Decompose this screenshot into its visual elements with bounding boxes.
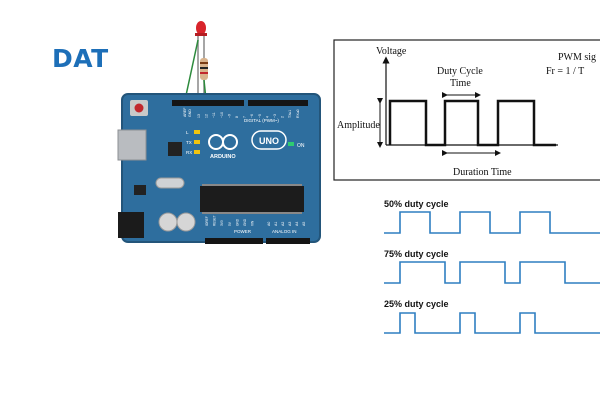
digital-pin-label: 8: [235, 116, 239, 118]
board-model: UNO: [259, 136, 279, 146]
pwm-formula: Fr = 1 / T: [546, 66, 584, 77]
duty-example-label-50: 50% duty cycle: [384, 199, 449, 209]
duty-cycle-waveform-1: [384, 261, 600, 284]
analog-pin-label: A2: [281, 222, 285, 226]
analog-header-label: ANALOG IN: [272, 229, 297, 234]
digital-pin-label: RX◂0: [296, 109, 300, 118]
duration-time-label: Duration Time: [453, 167, 512, 178]
duty-cycle-waveform-0: [384, 211, 600, 234]
digital-pin-label: ~10: [220, 112, 224, 118]
on-led-label: ON: [297, 143, 305, 149]
power-pin-label: GND: [243, 218, 247, 226]
logo-text: DAT: [52, 44, 109, 73]
digital-pin-label: ~6: [250, 114, 254, 118]
digital-header-label: DIGITAL (PWM~): [244, 118, 279, 123]
duty-example-label-25: 25% duty cycle: [384, 299, 449, 309]
power-pin-label: 5V: [228, 221, 232, 226]
gnd-label: GND: [188, 109, 192, 117]
dat-logo: DAT: [52, 44, 109, 73]
analog-pin-label: A5: [302, 222, 306, 226]
digital-pin-label: 2: [281, 116, 285, 118]
analog-pin-label: A3: [288, 222, 292, 226]
analog-pin-label: A1: [274, 222, 278, 226]
power-pin-label: RESET: [213, 215, 217, 226]
digital-pin-label: 12: [205, 114, 209, 118]
duty-example-label-75: 75% duty cycle: [384, 249, 449, 259]
power-pin-label: IOREF: [205, 216, 209, 226]
amplitude-label: Amplitude: [337, 120, 380, 131]
pwm-waveform: [388, 99, 556, 147]
analog-pin-label: A4: [295, 222, 299, 226]
analog-pin-label: A0: [267, 222, 271, 226]
aref-label: AREF: [183, 108, 187, 117]
duty-time-label: Time: [450, 78, 471, 89]
board-brand: ARDUINO: [210, 154, 236, 160]
power-pin-label: VIN: [251, 220, 255, 226]
digital-pin-label: 13: [197, 114, 201, 118]
arduino-uno-board: [117, 93, 321, 244]
digital-pin-label: 7: [243, 116, 247, 118]
digital-pin-label: ~5: [258, 114, 262, 118]
voltage-label: Voltage: [376, 46, 407, 57]
digital-pin-label: 4: [265, 116, 269, 118]
digital-pin-label: ~11: [212, 112, 216, 118]
power-pin-label: 3V3: [220, 220, 224, 226]
rx-led-label: RX: [186, 150, 192, 155]
l-led-label: L: [186, 130, 189, 135]
digital-pin-label: ~9: [227, 114, 231, 118]
digital-pin-label: TX▸1: [288, 110, 292, 118]
power-header-label: POWER: [234, 229, 252, 234]
duty-cycle-waveform-2: [384, 312, 600, 334]
pwm-title: PWM sig: [558, 52, 596, 63]
power-pin-label: GND: [235, 218, 239, 226]
led-icon: [195, 21, 207, 100]
duty-cycle-label: Duty Cycle: [437, 66, 483, 77]
digital-pin-label: ~3: [273, 114, 277, 118]
tx-led-label: TX: [186, 140, 192, 145]
